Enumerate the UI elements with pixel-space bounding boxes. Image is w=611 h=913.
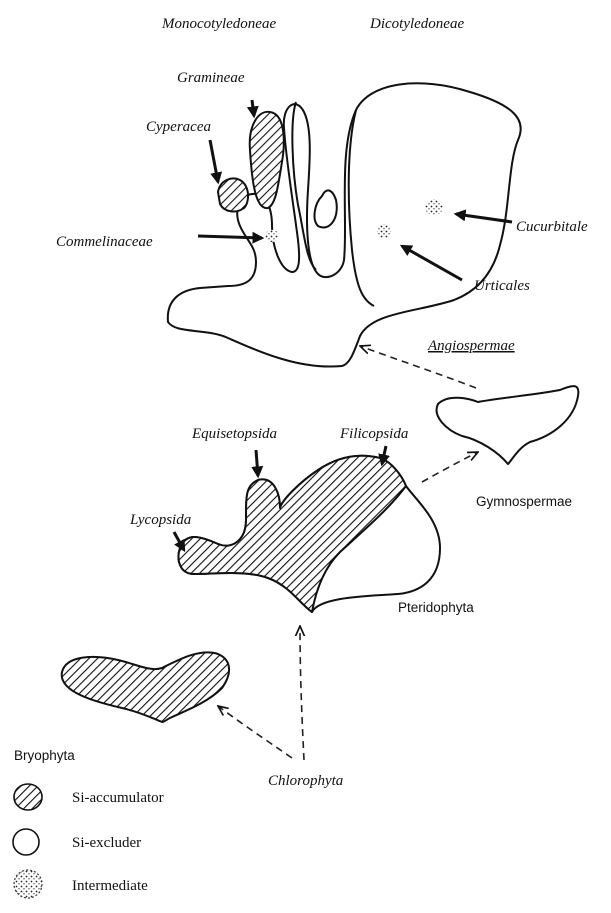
- gymnospermae-shape: [437, 386, 579, 464]
- gramineae-label: Gramineae: [177, 70, 245, 86]
- dicotyledoneae-label: Dicotyledoneae: [369, 16, 464, 32]
- angiospermae-outline: [168, 83, 521, 366]
- cyperacea-label: Cyperacea: [146, 119, 211, 135]
- gymnospermae-label: Gymnospermae: [476, 494, 572, 509]
- legend-intermediate-swatch: [14, 870, 42, 898]
- cyperacea-arrow: [210, 140, 218, 182]
- cucurbitale-dots: [425, 199, 443, 215]
- legend-excluder-label: Si-excluder: [72, 835, 141, 851]
- gramineae-arrow: [252, 100, 254, 116]
- commelinaceae-arrow: [198, 236, 262, 238]
- legend: Si-accumulator Si-excluder Intermediate: [13, 784, 164, 898]
- lycopsida-label: Lycopsida: [129, 512, 191, 528]
- cucurbitale-label: Cucurbitale: [516, 219, 588, 235]
- monocot-inner-lobe-2: [315, 190, 337, 227]
- chlorophyta-label: Chlorophyta: [268, 773, 343, 789]
- monocotyledoneae-label: Monocotyledoneae: [161, 16, 276, 32]
- lycopsida-arrow: [174, 532, 184, 550]
- bryophyta-label: Bryophyta: [14, 748, 75, 763]
- commelinaceae-label: Commelinaceae: [56, 234, 153, 250]
- legend-accumulator-label: Si-accumulator: [72, 790, 164, 806]
- equisetopsida-arrow: [256, 450, 258, 476]
- chloro-to-bryo-arrow: [218, 706, 292, 758]
- legend-accumulator-swatch: [14, 784, 42, 810]
- pterido-to-gymno-arrow: [422, 452, 478, 482]
- filicopsida-label: Filicopsida: [339, 426, 408, 442]
- chloro-to-pterido-arrow: [300, 626, 304, 760]
- equisetopsida-label: Equisetopsida: [191, 426, 277, 442]
- legend-intermediate-label: Intermediate: [72, 878, 148, 894]
- urticales-dots: [377, 224, 391, 238]
- angiospermae-label: Angiospermae: [427, 338, 515, 354]
- bryophyta-shape: [62, 652, 229, 722]
- cyperacea-lobe: [218, 179, 248, 212]
- legend-excluder-swatch: [13, 829, 39, 855]
- pteridophyta-label: Pteridophyta: [398, 600, 474, 615]
- urticales-label: Urticales: [474, 278, 530, 294]
- gramineae-lobe: [250, 112, 284, 208]
- commelinaceae-dots: [265, 230, 279, 242]
